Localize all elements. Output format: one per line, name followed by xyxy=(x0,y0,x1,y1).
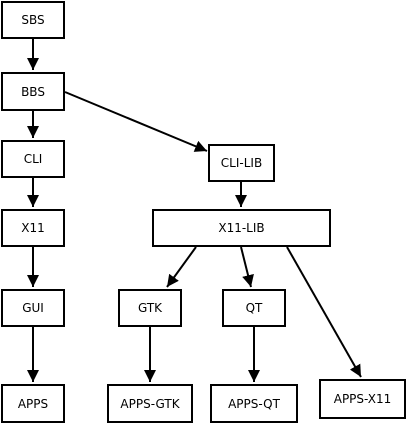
node-qt: QT xyxy=(222,289,286,327)
edge-bbs-clilib xyxy=(64,91,208,152)
node-apps-x11: APPS-X11 xyxy=(319,379,406,419)
node-cli: CLI xyxy=(1,140,65,178)
node-x11: X11 xyxy=(1,209,65,247)
node-bbs-label: BBS xyxy=(21,84,45,99)
node-apps-qt-label: APPS-QT xyxy=(228,396,280,411)
node-apps-label: APPS xyxy=(17,396,49,411)
node-qt-label: QT xyxy=(245,301,263,315)
edge-x11lib-appsx11 xyxy=(286,246,362,378)
node-gtk-label: GTK xyxy=(137,301,163,315)
node-cli-lib: CLI-LIB xyxy=(208,144,275,182)
node-gtk: GTK xyxy=(118,289,182,327)
node-sbs-label: SBS xyxy=(21,13,45,27)
node-bbs: BBS xyxy=(1,72,65,111)
node-apps-qt: APPS-QT xyxy=(210,384,298,423)
node-x11-lib-label: X11-LIB xyxy=(218,221,265,235)
node-cli-lib-label: CLI-LIB xyxy=(220,156,263,170)
node-apps-x11-label: APPS-X11 xyxy=(333,392,392,406)
node-cli-label: CLI xyxy=(23,152,43,166)
node-gui-label: GUI xyxy=(22,301,44,315)
node-apps-gtk-label: APPS-GTK xyxy=(120,396,180,411)
node-x11-label: X11 xyxy=(21,221,45,235)
node-x11-lib: X11-LIB xyxy=(152,209,331,247)
node-apps: APPS xyxy=(1,384,65,423)
node-apps-gtk: APPS-GTK xyxy=(107,384,193,423)
edge-x11lib-qt xyxy=(240,246,254,288)
node-sbs: SBS xyxy=(1,1,65,39)
edge-x11lib-gtk xyxy=(166,246,197,288)
node-gui: GUI xyxy=(1,289,65,327)
